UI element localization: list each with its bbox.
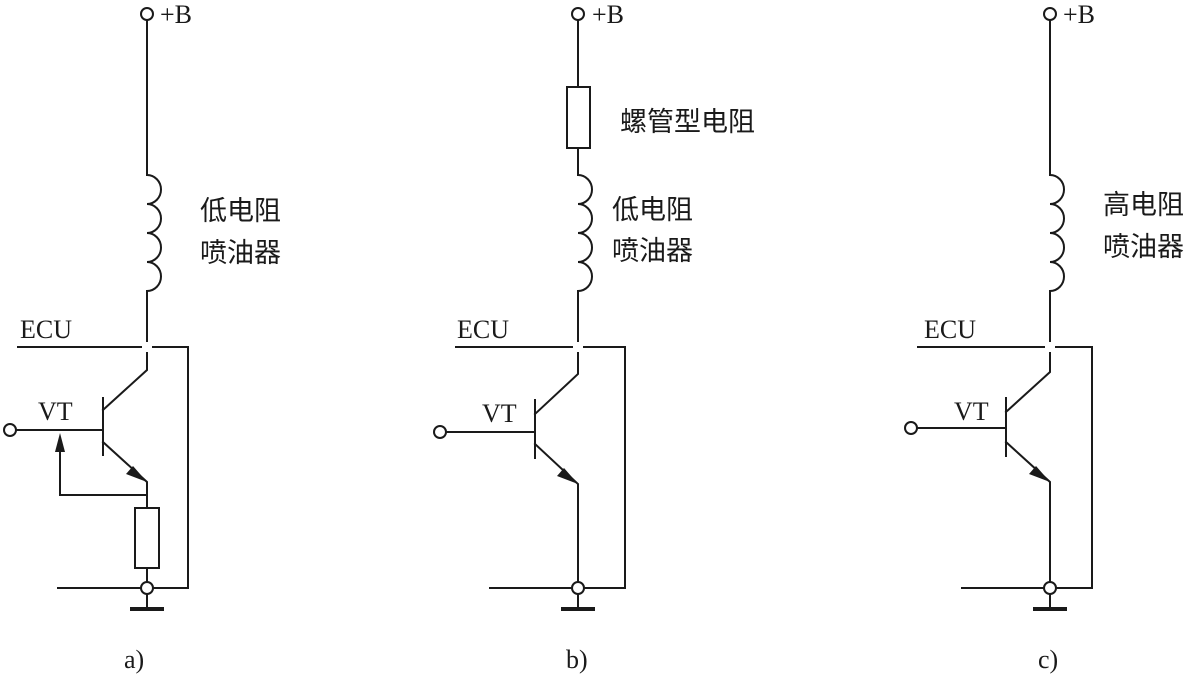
- base-input-terminal-a: [3, 423, 17, 437]
- emitter-arrow-a: [126, 466, 147, 482]
- collector-c: [1004, 352, 1051, 414]
- base-input-terminal-b: [433, 425, 447, 439]
- transistor-label-a: VT: [38, 397, 73, 426]
- injector-coil-b: [576, 173, 593, 293]
- ecu-label-b: ECU: [457, 315, 509, 344]
- supply-terminal-b: [571, 7, 585, 21]
- injector-coil-a: [145, 173, 162, 293]
- injector-coil-c: [1048, 173, 1065, 293]
- caption-b: b): [566, 645, 588, 674]
- injector-label-b-line1: 低电阻: [612, 195, 693, 226]
- emitter-arrow-b: [557, 468, 578, 484]
- emitter-arrow-c: [1029, 466, 1050, 482]
- return-wire-a: [152, 346, 189, 589]
- ground-node-b: [571, 581, 585, 595]
- ecu-label-c: ECU: [924, 315, 976, 344]
- collector-b: [533, 352, 579, 416]
- series-resistor-b: [566, 86, 591, 149]
- injector-label-c-line1: 高电阻: [1103, 190, 1184, 221]
- supply-label-a: +B: [160, 0, 192, 29]
- feedback-arrow-a: [55, 433, 65, 452]
- return-wire-c: [1055, 346, 1093, 589]
- injector-label-a-line1: 低电阻: [200, 196, 281, 227]
- transistor-label-b: VT: [482, 399, 517, 428]
- ground-node-a: [140, 581, 154, 595]
- injector-label-a-line2: 喷油器: [200, 238, 281, 269]
- injector-label-b-line2: 喷油器: [612, 236, 693, 267]
- supply-terminal-a: [140, 7, 154, 21]
- series-resistor-label-b: 螺管型电阻: [620, 107, 755, 138]
- sense-resistor-a: [134, 507, 160, 569]
- circuit-b: +B 螺管型电阻 低电阻 喷油器 ECU VT b): [433, 0, 755, 674]
- circuit-a: +B 低电阻 喷油器 ECU VT a): [3, 0, 281, 674]
- supply-label-b: +B: [592, 0, 624, 29]
- caption-a: a): [124, 645, 144, 674]
- circuit-c: +B 高电阻 喷油器 ECU VT c): [904, 0, 1184, 674]
- supply-label-c: +B: [1063, 0, 1095, 29]
- supply-terminal-c: [1043, 7, 1057, 21]
- feedback-wire-a: [59, 444, 148, 496]
- base-input-terminal-c: [904, 421, 918, 435]
- transistor-label-c: VT: [954, 397, 989, 426]
- ecu-label-a: ECU: [20, 315, 72, 344]
- emitter-c: [1004, 440, 1051, 583]
- collector-a: [101, 352, 148, 412]
- emitter-b: [533, 442, 579, 583]
- injector-label-c-line2: 喷油器: [1103, 232, 1184, 263]
- caption-c: c): [1038, 645, 1058, 674]
- ground-node-c: [1043, 581, 1057, 595]
- return-wire-b: [583, 346, 626, 589]
